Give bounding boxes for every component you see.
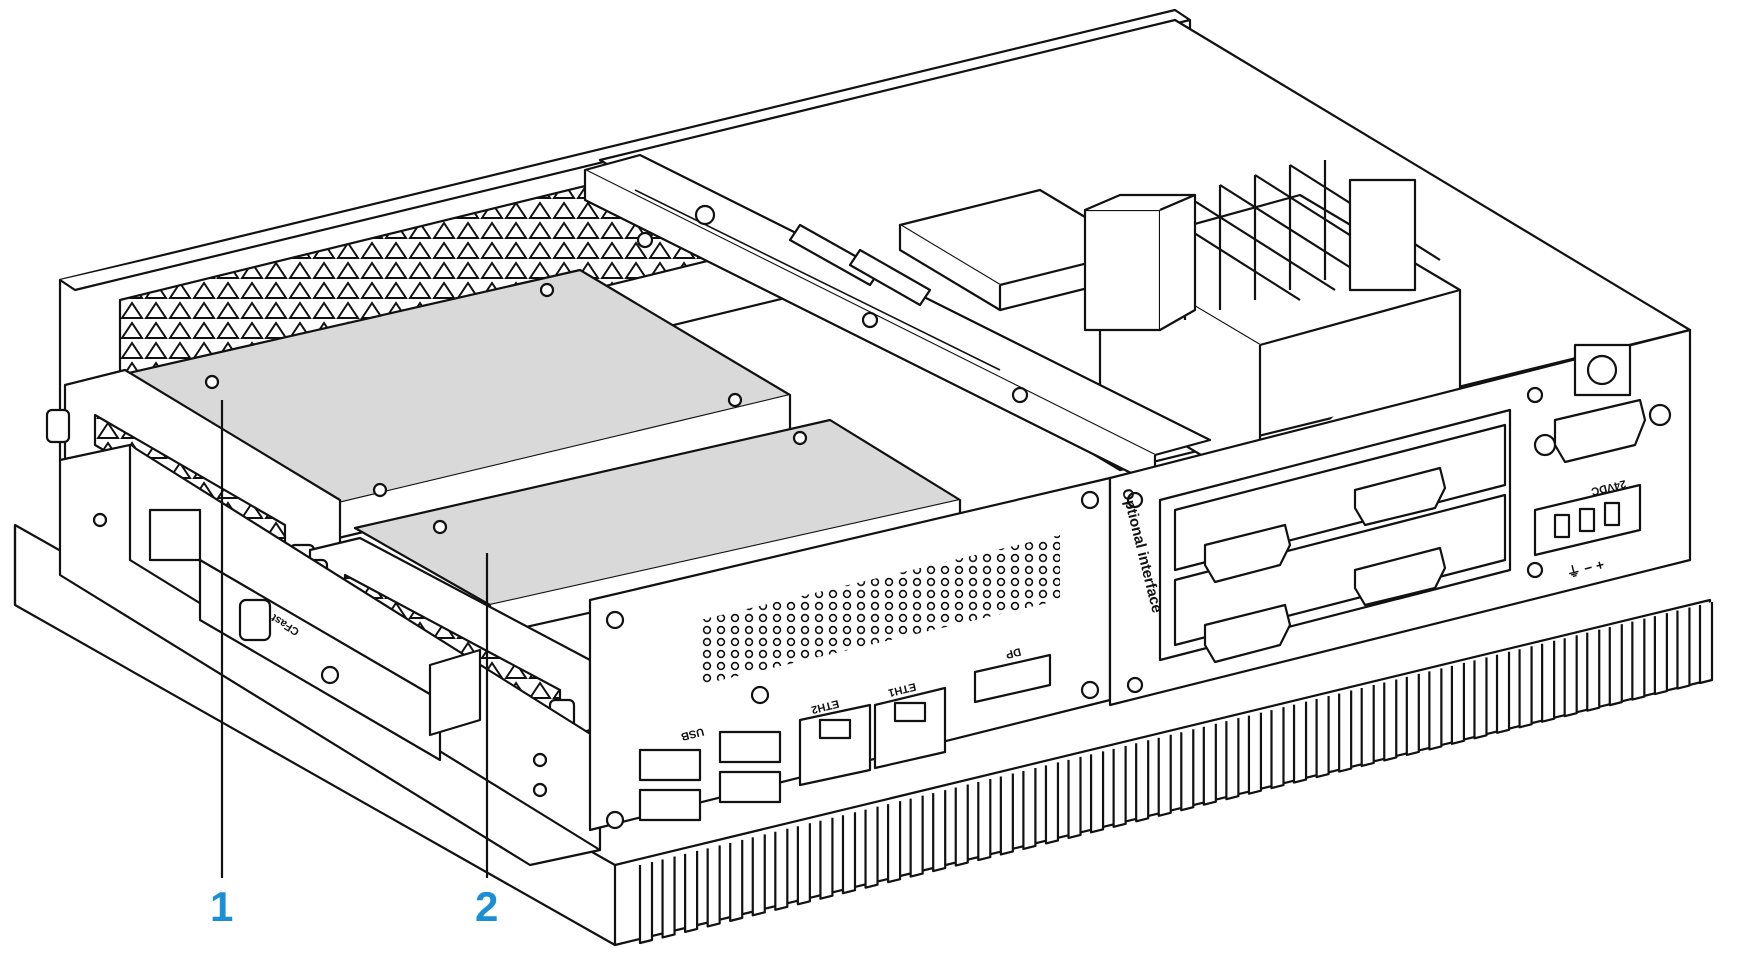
center-bracket [583,153,1212,487]
heatsink-fin [886,801,902,884]
label-dp: DP [1004,645,1022,660]
heatsink-fin [1450,662,1466,745]
heatsink-fin [1698,602,1714,685]
heatsink-fin [1067,756,1082,839]
heatsink-fin [1473,657,1488,740]
heatsink-fin [1270,707,1285,790]
heatsink-fin [1383,679,1398,762]
heatsink-fins [638,602,1714,945]
heatsink-fin [1338,690,1353,773]
heatsink-fin [1653,613,1668,696]
heatsink-fin [1676,607,1691,690]
heatsink-fin [1022,767,1037,851]
heatsink-fin [1360,684,1375,768]
heatsink-fin [1428,668,1443,751]
heatsink-fin [1518,646,1533,729]
heatsink-fin [1089,751,1105,834]
heatsink-fin [1495,651,1511,734]
heatsink-fin [1315,696,1330,779]
displayport [973,653,1052,704]
heatsink-fin [1247,712,1263,795]
heatsink-fin [1157,734,1172,817]
heatsink-fin [977,779,992,862]
front-io-panel [588,476,1112,832]
heatsink-fin [1225,718,1240,801]
label-usb: USB [680,725,705,742]
heatsink-fin [774,828,789,911]
heatsink-fin [999,773,1014,856]
heatsink-fin [729,839,744,922]
heatsink-fin [1631,618,1646,701]
heatsink-fin [706,845,721,928]
heatsink-fin [1112,745,1127,828]
heatsink-fin [1135,740,1150,823]
heatsink-fin [1292,701,1308,784]
callout-number-2: 2 [475,883,499,930]
heatsink-fin [864,806,879,889]
heatsink-fin [1586,629,1601,712]
m2-module [898,188,1197,332]
heatsink-fin [1044,762,1060,845]
left-side-panel [58,443,602,867]
heatsink-fin [1202,723,1217,806]
heatsink-fin [1563,635,1578,718]
heatsink-fin [1541,640,1556,723]
heatsink-fin [684,850,699,934]
heatsink-fin [638,862,654,945]
heatsink-fin [909,795,924,878]
callout-number-1: 1 [210,883,234,930]
db9-connector-slots [1203,466,1447,664]
heatsink-fin [1405,673,1420,757]
heatsink-fin [1608,624,1623,707]
heatsink-fin [661,856,676,939]
heatsink-fin [819,817,834,900]
ground-terminal [1573,343,1632,397]
com-port [1533,398,1672,464]
heatsink-base [13,523,1714,947]
heatsink-fin [751,834,766,917]
usb-ports [638,730,782,822]
heatsink-fin [932,790,947,873]
heatsink-fin [841,812,857,895]
heatsink-fin [796,823,811,906]
ethernet-ports [798,686,947,787]
power-connector [1533,483,1642,557]
heatsink-fin [1180,729,1195,812]
heatsink-fin [954,784,969,867]
